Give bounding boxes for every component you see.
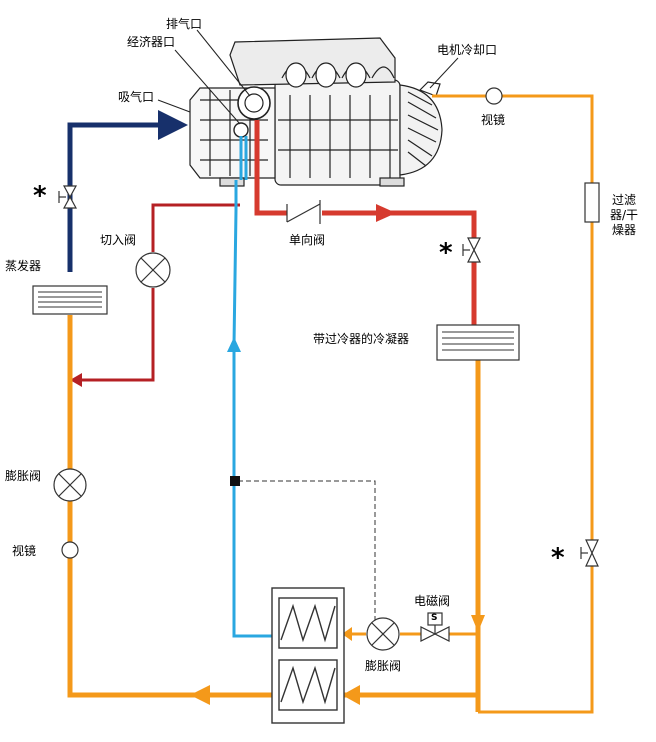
service-valve-suction — [58, 185, 78, 209]
cut-in-line — [70, 203, 240, 387]
economizer-port-label: 经济器口 — [127, 35, 176, 49]
sight-glass-left-label: 视镜 — [12, 544, 37, 558]
compressor-drawing — [189, 37, 443, 187]
filter-dryer-symbol — [584, 182, 600, 223]
service-valve-star-motor: * — [551, 543, 565, 573]
sensing-line — [230, 476, 376, 620]
discharge-port-label: 排气口 — [166, 17, 203, 31]
cut-in-valve-symbol — [135, 252, 171, 288]
condenser-label: 带过冷器的冷凝器 — [313, 332, 410, 346]
expansion-valve-left-label: 膨胀阀 — [5, 469, 42, 483]
liquid-line — [67, 94, 594, 714]
service-valve-star-discharge: * — [439, 238, 453, 268]
sight-glass-top-label: 视镜 — [481, 113, 506, 127]
economizer-line — [227, 136, 272, 638]
expansion-valve-bottom-symbol — [366, 617, 400, 651]
solenoid-valve-label: 电磁阀 — [414, 594, 451, 608]
suction-line — [67, 110, 188, 272]
solenoid-valve-symbol — [420, 612, 450, 642]
cut-in-valve-label: 切入阀 — [100, 233, 137, 247]
sensing-bulb — [230, 476, 240, 486]
leader-lines — [157, 29, 459, 125]
service-valve-discharge — [462, 237, 481, 263]
service-valve-star-suction: * — [33, 181, 47, 211]
service-valve-motor-cooling — [580, 539, 599, 567]
evaporator-label: 蒸发器 — [5, 259, 42, 273]
expansion-valve-left-symbol — [53, 468, 87, 502]
sight-glass-left-symbol — [61, 541, 79, 559]
solenoid-coil-letter: S — [431, 613, 438, 623]
expansion-valve-bottom-label: 膨胀阀 — [365, 659, 402, 673]
discharge-line — [254, 120, 477, 325]
evaporator — [32, 285, 108, 315]
suction-port-label: 吸气口 — [118, 90, 155, 104]
condenser — [436, 324, 520, 361]
check-valve-label: 单向阀 — [289, 233, 326, 247]
filter-dryer-label: 过滤器/干燥器 — [609, 193, 639, 237]
sight-glass-top-symbol — [485, 87, 503, 105]
check-valve-symbol — [286, 200, 321, 224]
economizer-heat-exchanger — [271, 587, 345, 724]
motor-cooling-port-label: 电机冷却口 — [437, 43, 498, 57]
